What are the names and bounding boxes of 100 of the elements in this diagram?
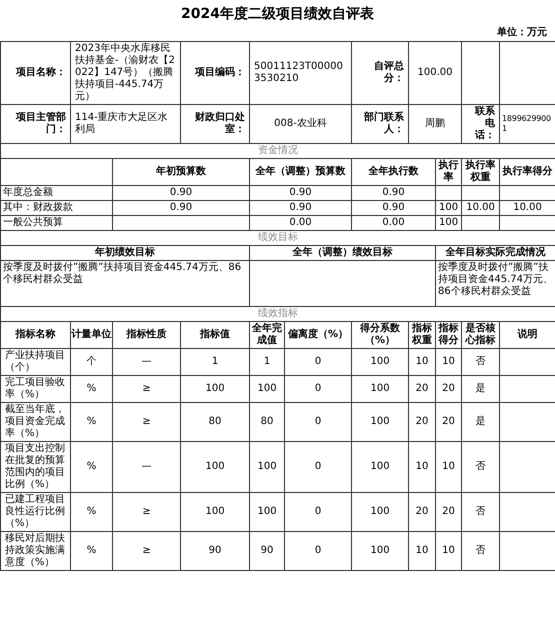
data-value: 20 — [408, 492, 436, 532]
row-header: 其中：财政拨款 — [0, 200, 112, 216]
column-header: 指标权重 — [408, 321, 436, 348]
section-heading: 绩效指标 — [0, 306, 555, 322]
data-value: 100 — [180, 441, 250, 492]
row-header: 已建工程项目良性运行比例（%） — [0, 492, 70, 532]
column-header: 指标值 — [180, 321, 250, 348]
data-value: 100 — [250, 492, 285, 532]
data-value: 100 — [352, 348, 409, 376]
row-header: 完工项目验收率（%） — [0, 375, 70, 402]
field-label: 项目名称： — [0, 41, 70, 104]
data-value: 否 — [462, 531, 500, 570]
data-value: 0.00 — [250, 215, 352, 230]
data-value: 否 — [462, 348, 500, 376]
data-value: 否 — [462, 441, 500, 492]
field-value: 008-农业科 — [250, 104, 352, 144]
field-value: 114-重庆市大足区水利局 — [70, 104, 181, 144]
column-header: 得分系数（%） — [352, 321, 409, 348]
page-title: 2024年度二级项目绩效自评表 — [181, 4, 374, 24]
data-value: % — [70, 375, 112, 402]
field-value: 周鹏 — [408, 104, 462, 144]
data-value: 1 — [250, 348, 285, 376]
data-value: 10 — [436, 531, 462, 570]
data-value: 0.00 — [352, 215, 436, 230]
data-value: 0.90 — [112, 185, 250, 200]
column-header: 执行率 — [436, 158, 462, 186]
data-value: 个 — [70, 348, 112, 376]
data-value: 10.00 — [500, 200, 555, 216]
column-header: 计量单位 — [70, 321, 112, 348]
data-value: 0.90 — [250, 185, 352, 200]
data-value: 100 — [180, 375, 250, 402]
data-value: 0.90 — [352, 200, 436, 216]
field-label: 联系电话： — [462, 104, 500, 144]
data-value: 80 — [250, 402, 285, 442]
field-value: 50011123T000003530210 — [250, 41, 352, 104]
data-value: 0 — [284, 531, 352, 570]
data-value: 100 — [436, 200, 462, 216]
data-value: 100 — [352, 531, 409, 570]
data-value: 10 — [436, 348, 462, 376]
data-value: 0.90 — [352, 185, 436, 200]
column-header: 指标性质 — [112, 321, 181, 348]
section-heading: 资金情况 — [0, 143, 555, 158]
data-value: 0 — [284, 492, 352, 532]
data-value: 90 — [180, 531, 250, 570]
data-value: 10.00 — [462, 200, 500, 216]
data-value: 100 — [250, 441, 285, 492]
field-value: 100.00 — [408, 41, 462, 104]
data-value: — — [112, 441, 181, 492]
field-value: 2023年中央水库移民扶持基金-（渝财农【2022】147号）（搬腾扶持项目-445.74万元） — [70, 41, 181, 104]
data-value: 0 — [284, 441, 352, 492]
data-value: 100 — [436, 215, 462, 230]
data-value: 20 — [436, 402, 462, 442]
row-header: 产业扶持项目（个） — [0, 348, 70, 376]
data-value: 10 — [436, 441, 462, 492]
goal-text: 按季度及时拨付”搬腾”扶持项目资金445.74万元、86个移民村群众受益 — [436, 260, 555, 306]
column-header: 全年执行数 — [352, 158, 436, 186]
row-header: 截至当年底，项目资金完成率（%） — [0, 402, 70, 442]
data-value: 0.90 — [112, 200, 250, 216]
data-value: % — [70, 492, 112, 532]
data-value: 是 — [462, 375, 500, 402]
data-value: 0.90 — [250, 200, 352, 216]
column-header: 偏离度（%） — [284, 321, 352, 348]
data-value: 10 — [408, 531, 436, 570]
data-value: 1 — [180, 348, 250, 376]
data-value: 100 — [352, 441, 409, 492]
data-value: 20 — [436, 492, 462, 532]
column-header: 全年目标实际完成情况 — [436, 245, 555, 260]
data-value: 否 — [462, 492, 500, 532]
data-value: 100 — [250, 375, 285, 402]
data-value: % — [70, 402, 112, 442]
column-header: 指标得分 — [436, 321, 462, 348]
column-header: 是否核心指标 — [462, 321, 500, 348]
data-value: ≥ — [112, 492, 181, 532]
column-header: 执行率权重 — [462, 158, 500, 186]
goal-text: 按季度及时拨付”搬腾”扶持项目资金445.74万元、86个移民村群众受益 — [0, 260, 250, 306]
data-value: 0 — [284, 348, 352, 376]
data-value: — — [112, 348, 181, 376]
data-value: 10 — [408, 348, 436, 376]
data-value: 0 — [284, 375, 352, 402]
data-value: 是 — [462, 402, 500, 442]
row-header: 一般公共预算 — [0, 215, 112, 230]
row-header: 项目支出控制在批复的预算范围内的项目比例（%） — [0, 441, 70, 492]
row-header: 移民对后期扶持政策实施满意度（%） — [0, 531, 70, 570]
data-value: ≥ — [112, 375, 181, 402]
data-value: 90 — [250, 531, 285, 570]
field-label: 项目主管部门： — [0, 104, 70, 144]
column-header: 年初预算数 — [112, 158, 250, 186]
data-value: 20 — [408, 375, 436, 402]
data-value: 100 — [180, 492, 250, 532]
unit-note: 单位：万元 — [497, 26, 547, 39]
data-value: 10 — [408, 441, 436, 492]
data-value: 20 — [408, 402, 436, 442]
column-header: 指标名称 — [0, 321, 70, 348]
data-value: 100 — [352, 375, 409, 402]
section-heading: 绩效目标 — [0, 230, 555, 246]
column-header: 年初绩效目标 — [0, 245, 250, 260]
data-value: 100 — [352, 492, 409, 532]
data-value: 0 — [284, 402, 352, 442]
row-header: 年度总金额 — [0, 185, 112, 200]
data-value: % — [70, 531, 112, 570]
